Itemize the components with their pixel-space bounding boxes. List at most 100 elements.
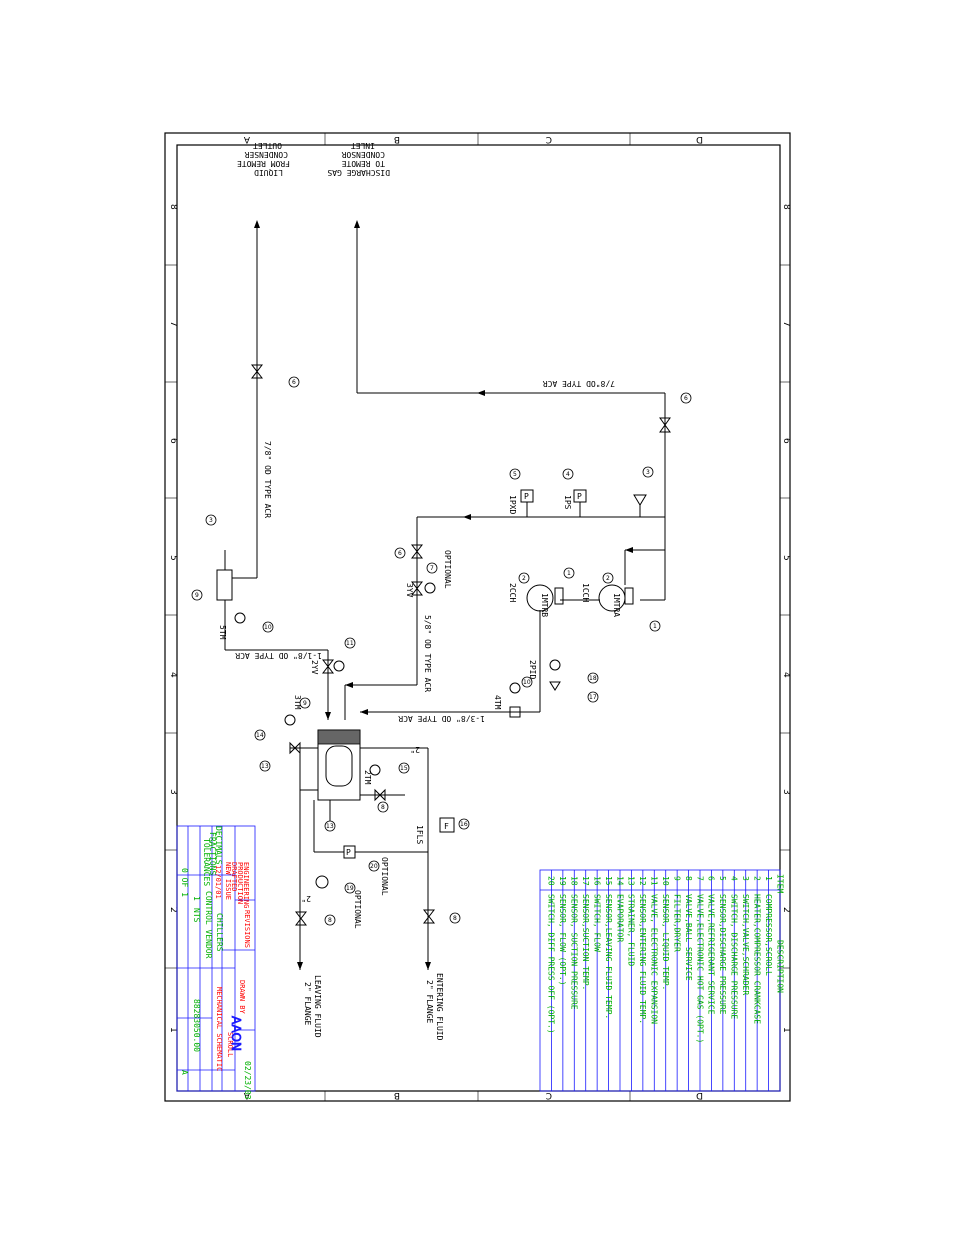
zone-number-5: 5 — [168, 555, 178, 561]
svg-text:10: 10 — [523, 679, 531, 686]
label-1ps: 1PS — [563, 495, 572, 510]
tb-note2: FRACTIONS — [208, 832, 217, 876]
zone-letter-b: B — [394, 134, 400, 144]
tb-title1: CHILLERS — [215, 913, 224, 952]
label-liquid-from-condenser: LIQUID FROM REMOTE CONDENSER OUTLET — [237, 141, 290, 177]
legend-item-description: SENSOR,SUCTION TEMP. — [581, 894, 590, 990]
label-2in: 2" — [410, 745, 420, 754]
zone-letter-c-bottom: C — [546, 1090, 552, 1100]
legend-header-desc: DESCRIPTION — [775, 940, 784, 993]
legend-item-description: VALVE,ELECTRONIC HOT GAS (OPT.) — [695, 894, 704, 1043]
svg-text:13: 13 — [261, 763, 269, 770]
f-letter: F — [444, 822, 449, 831]
legend-item-number: 2 — [752, 876, 761, 881]
svg-text:8: 8 — [453, 915, 457, 922]
zone-number-6: 6 — [168, 438, 178, 444]
svg-text:15: 15 — [400, 765, 408, 772]
pipe-labels: 7/8"OD TYPE ACR 7/8" OD TYPE ACR 1-1/8" … — [235, 379, 615, 903]
svg-text:18: 18 — [589, 675, 597, 682]
label-2in-b: 2" — [301, 894, 311, 903]
label-optional-3: OPTIONAL — [380, 857, 389, 896]
zone-number-2-right: 2 — [781, 907, 791, 913]
tb-redline3: PRODUCTION — [236, 862, 244, 904]
zone-letter-b-bottom: B — [394, 1090, 400, 1100]
legend-item-description: SENSOR, SUCTION PRESSURE — [570, 894, 579, 1010]
svg-text:4: 4 — [566, 471, 570, 478]
label-discharge-line: 7/8"OD TYPE ACR — [543, 379, 615, 388]
zone-number-1-right: 1 — [781, 1027, 791, 1033]
compressor-b — [526, 584, 554, 612]
svg-text:19: 19 — [346, 885, 354, 892]
label-2cch: 2CCH — [508, 583, 517, 602]
legend-item-number: 11 — [650, 876, 659, 886]
label-optional-1: OPTIONAL — [443, 550, 452, 589]
label-liquid-line: 7/8" OD TYPE ACR — [263, 441, 272, 518]
svg-text:17: 17 — [589, 694, 597, 701]
label-1-1-8: 1-1/8" OD TYPE ACR — [235, 651, 322, 660]
svg-text:9: 9 — [195, 592, 199, 599]
tb-date2: 12/01/01 — [214, 865, 222, 899]
zone-letters: A B C D A B C D — [243, 134, 703, 1100]
label-1fls: 1FLS — [415, 825, 424, 844]
legend-item-description: SWITCH, FLOW — [592, 894, 601, 952]
legend-item-description: SENSOR, LIQUID TEMP. — [661, 894, 670, 990]
legend-item-number: 17 — [581, 876, 590, 886]
zone-letter-a: A — [243, 134, 250, 144]
legend-item-description: EVAPORATOR — [615, 894, 624, 942]
label-entering-fluid: ENTERING FLUID 2" FLANGE — [425, 973, 444, 1041]
tb-redline4: ENGINEERING — [242, 862, 250, 908]
p-letter-ps: P — [577, 492, 582, 501]
inner-frame — [176, 144, 781, 1092]
label-3tm: 3TM — [293, 695, 302, 710]
svg-text:ENTERING FLUID: ENTERING FLUID — [435, 973, 444, 1041]
legend-item-number: 6 — [707, 876, 716, 881]
tb-title3: MECHANICAL SCHEMATIC — [215, 987, 223, 1071]
svg-text:CONDENSER: CONDENSER — [244, 150, 288, 159]
piping — [216, 220, 666, 970]
label-2pid: 2PID — [528, 660, 537, 679]
zone-number-7-right: 7 — [781, 321, 791, 327]
legend-item-description: STRAINER, FLUID — [627, 894, 636, 966]
legend-item-number: 16 — [592, 876, 601, 886]
p-letter-pxd: P — [524, 492, 529, 501]
label-1-3-8: 1-3/8" OD TYPE ACR — [398, 714, 485, 723]
zone-number-8: 8 — [168, 204, 178, 210]
legend-item-number: 4 — [730, 876, 739, 881]
tb-note1: TOLERANCES — [202, 838, 211, 886]
label-leaving-fluid: LEAVING FLUID 2" FLANGE — [303, 975, 322, 1038]
zone-number-7: 7 — [168, 321, 178, 327]
svg-text:3: 3 — [209, 517, 213, 524]
zone-letter-c: C — [546, 134, 552, 144]
svg-text:20: 20 — [370, 863, 378, 870]
zone-number-3: 3 — [168, 789, 178, 795]
tb-dwg-no: 88283050.00 — [192, 999, 201, 1052]
legend-item-description: VALVE, ELECTRONIC EXPANSION — [650, 894, 659, 1024]
zone-number-8-right: 8 — [781, 204, 791, 210]
tb-sheet: 0 OF 1 — [180, 868, 189, 897]
legend-item-description: SENSOR,DISCHARGE PRESSURE — [718, 894, 727, 1015]
zone-numbers: 8 7 6 5 4 3 2 1 8 7 6 5 4 3 2 1 — [168, 204, 791, 1033]
zone-number-5-right: 5 — [781, 555, 791, 561]
legend-item-description: HEATER,COMPRESSOR CRANKCASE — [752, 894, 761, 1024]
label-1cch: 1CCH — [581, 583, 590, 602]
legend-item-description: SENSOR,ENTERING FLUID TEMP. — [638, 894, 647, 1024]
svg-text:5: 5 — [513, 471, 517, 478]
label-1mtrb: 1MTRB — [540, 593, 549, 617]
legend-item-number: 10 — [661, 876, 670, 886]
zone-letter-d: D — [696, 134, 703, 144]
svg-text:FROM REMOTE: FROM REMOTE — [237, 159, 290, 168]
label-2yv: 2YV — [310, 660, 319, 675]
svg-text:3: 3 — [646, 469, 650, 476]
legend-item-number: 13 — [627, 876, 636, 886]
zone-number-4: 4 — [168, 672, 178, 678]
label-2tm: 2TM — [363, 770, 372, 785]
svg-text:6: 6 — [398, 550, 402, 557]
label-4tm: 4TM — [493, 695, 502, 710]
zone-letter-a-bottom: A — [243, 1090, 250, 1100]
svg-text:2: 2 — [522, 575, 526, 582]
zone-number-1: 1 — [168, 1027, 178, 1033]
label-5-8: 5/8" OD TYPE ACR — [423, 615, 432, 692]
svg-text:8: 8 — [328, 917, 332, 924]
zone-number-6-right: 6 — [781, 438, 791, 444]
